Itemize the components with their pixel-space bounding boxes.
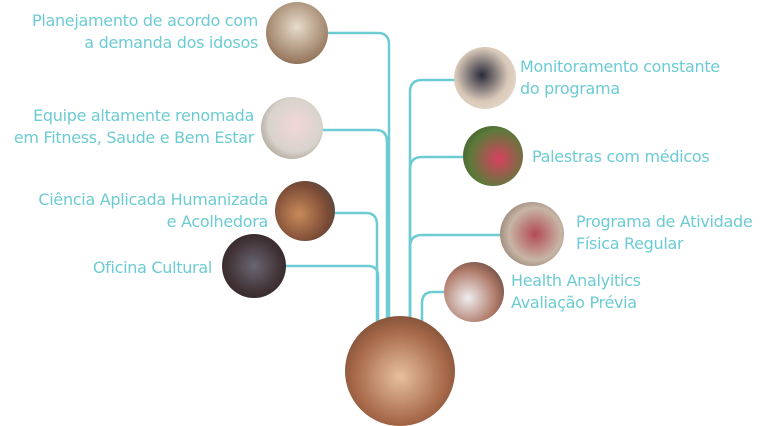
outdoor-seniors-photo <box>444 262 504 322</box>
label-line: do programa <box>520 79 620 98</box>
label-line: e Acolhedora <box>166 212 269 231</box>
label-equipe: Equipe altamente renomada em Fitness, Sa… <box>14 105 254 149</box>
label-line: Avaliação Prévia <box>511 293 637 312</box>
label-health: Health Analyitics Avaliação Prévia <box>511 270 641 314</box>
man-arms-up-photo <box>454 47 516 109</box>
label-line: Física Regular <box>576 234 684 253</box>
label-programa: Programa de Atividade Física Regular <box>576 211 753 255</box>
seniors-class-photo <box>275 181 335 241</box>
label-line: Planejamento de acordo com <box>31 11 258 30</box>
dancing-seniors-photo <box>500 202 564 266</box>
label-line: Equipe altamente renomada <box>33 106 254 125</box>
group-women-photo <box>463 126 523 186</box>
label-oficina: Oficina Cultural <box>93 257 212 279</box>
label-planejamento: Planejamento de acordo com a demanda dos… <box>32 10 258 54</box>
label-line: a demanda dos idosos <box>84 33 258 52</box>
label-line: Ciência Aplicada Humanizada <box>38 190 268 209</box>
trainer-assisting-senior-photo <box>345 316 455 426</box>
label-line: Oficina Cultural <box>92 258 212 277</box>
label-line: Palestras com médicos <box>532 147 710 166</box>
label-ciencia: Ciência Aplicada Humanizada e Acolhedora <box>38 189 268 233</box>
label-line: Programa de Atividade <box>576 212 753 231</box>
group-exercise-photo <box>266 2 328 64</box>
video-call-photo <box>222 234 286 298</box>
label-line: Health Analyitics <box>511 271 641 290</box>
label-line: Monitoramento constante <box>520 57 720 76</box>
label-palestras: Palestras com médicos <box>532 146 710 168</box>
label-monitoramento: Monitoramento constante do programa <box>520 56 720 100</box>
trainer-exercise-photo <box>261 97 323 159</box>
label-line: em Fitness, Saude e Bem Estar <box>13 128 254 147</box>
